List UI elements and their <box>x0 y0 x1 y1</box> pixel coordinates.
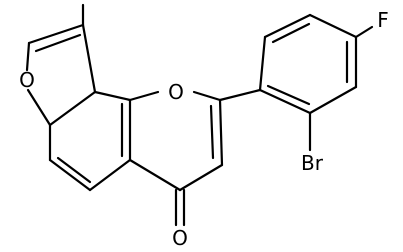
atom-label-bromine: Br <box>301 151 324 175</box>
bond <box>34 33 82 53</box>
atom-labels: O O O F Br <box>19 8 389 250</box>
bond <box>192 90 222 102</box>
bond <box>81 23 97 94</box>
bond <box>308 13 358 39</box>
bond <box>178 163 224 192</box>
bond <box>48 158 92 192</box>
bond <box>128 158 182 192</box>
bond <box>26 88 52 127</box>
bond <box>258 88 312 115</box>
bond <box>308 85 358 115</box>
bond <box>25 41 31 72</box>
atom-label-pyran-oxygen: O <box>168 80 184 104</box>
bond <box>93 90 132 102</box>
bonds <box>25 3 374 227</box>
bond <box>27 23 85 45</box>
bond <box>218 98 224 167</box>
bond <box>209 104 215 160</box>
bond <box>56 156 92 184</box>
bond <box>266 84 311 106</box>
bond <box>354 25 374 39</box>
bond <box>218 88 262 102</box>
bond <box>263 13 312 39</box>
atom-label-furan-oxygen: O <box>19 68 35 92</box>
atom-label-carbonyl-oxygen: O <box>172 226 188 250</box>
bond <box>128 90 160 102</box>
bond <box>48 90 97 127</box>
bond <box>271 22 311 44</box>
bond <box>88 158 132 192</box>
atom-label-fluorine: F <box>377 8 389 32</box>
bond <box>258 35 267 92</box>
